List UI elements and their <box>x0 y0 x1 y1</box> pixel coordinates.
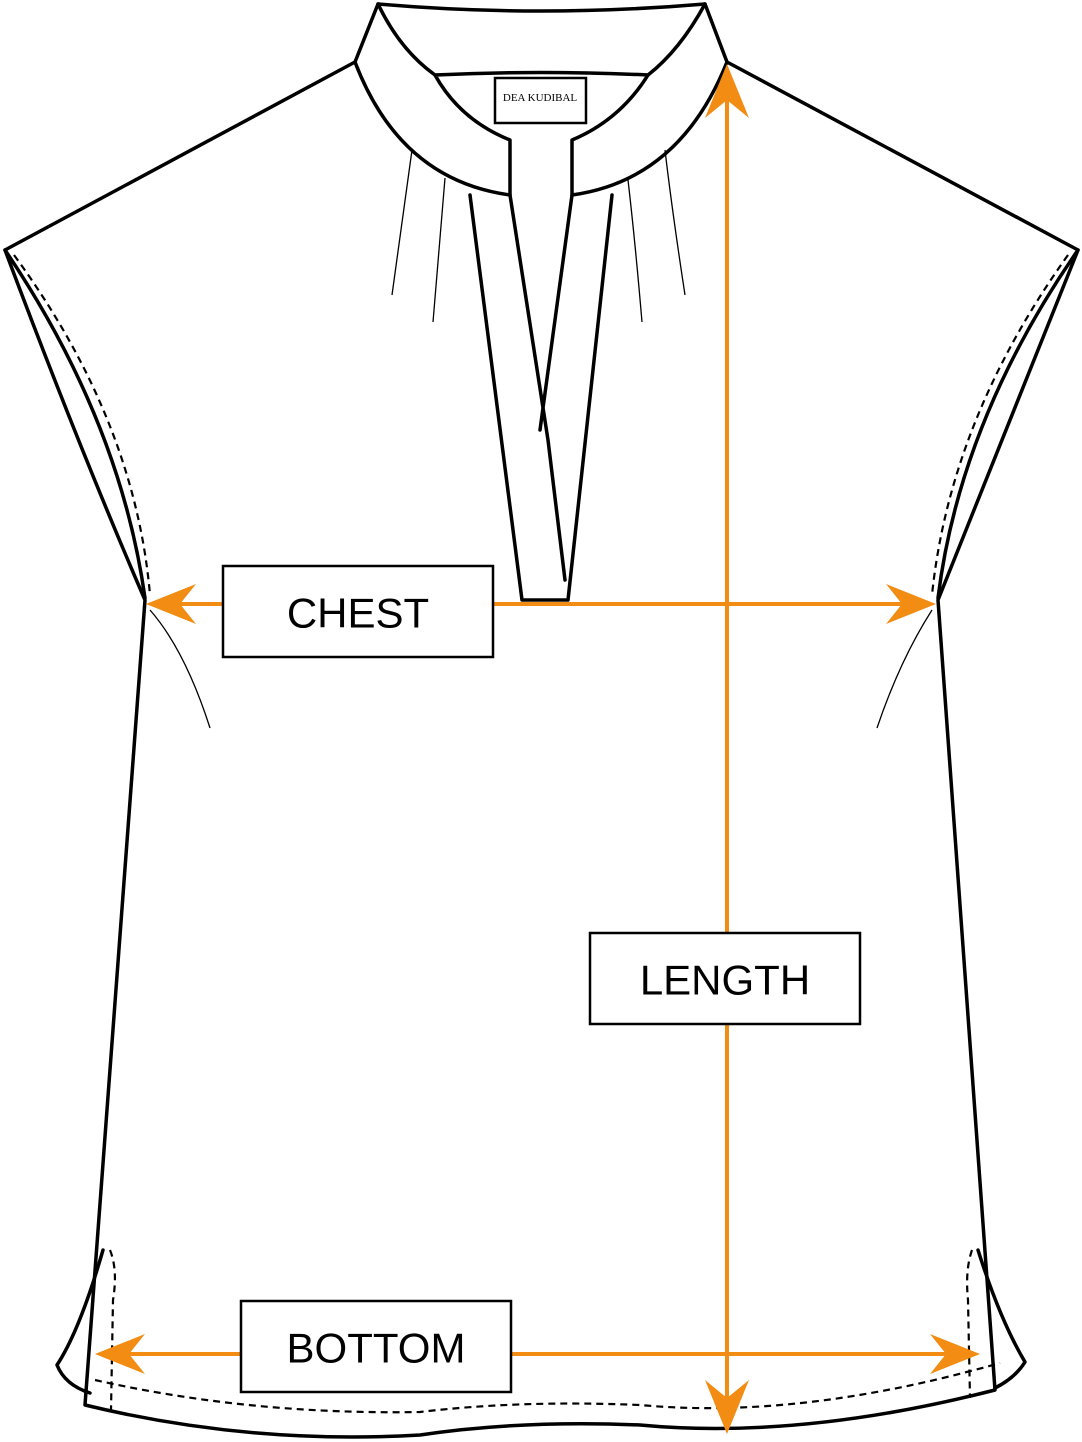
collar-inner-right <box>646 2 707 77</box>
right-sleeve-stitch <box>930 254 1069 596</box>
chest-arrow-left <box>146 584 196 624</box>
left-sleeve-edge <box>3 248 147 600</box>
right-sleeve-edge <box>936 248 1080 600</box>
left-slit <box>55 1248 105 1395</box>
brand-label: DEA KUDIBAL <box>503 92 578 104</box>
garment-outline: DEA KUDIBAL <box>3 2 1080 1439</box>
gather-lines-left <box>391 149 446 323</box>
chest-label-box <box>221 564 495 659</box>
brand-tag <box>493 76 588 125</box>
left-underarm-fold <box>149 609 211 729</box>
bottom-arrow-left <box>95 1334 145 1374</box>
right-underarm-fold <box>876 609 933 729</box>
body-outline <box>3 60 1080 1439</box>
length-arrow-bottom <box>705 1380 749 1434</box>
right-slit <box>976 1248 1027 1390</box>
bottom-label: BOTTOM <box>287 1325 466 1372</box>
gather-lines-right <box>627 149 686 323</box>
left-slit-stitch <box>108 1249 117 1411</box>
chest-arrow-right <box>886 584 936 624</box>
hem-stitch <box>94 1361 1001 1414</box>
length-label-box <box>588 931 862 1026</box>
right-slit-stitch <box>966 1249 974 1399</box>
length-label: LENGTH <box>640 957 810 1004</box>
bottom-label-box <box>239 1299 513 1394</box>
length-arrow-top <box>705 64 749 118</box>
chest-label: CHEST <box>287 590 429 637</box>
collar-inner-left <box>376 2 437 77</box>
left-sleeve-stitch <box>13 254 152 596</box>
bottom-arrow-right <box>930 1334 980 1374</box>
measurements: CHEST LENGTH BOTTOM <box>95 64 980 1434</box>
placket <box>468 193 614 602</box>
